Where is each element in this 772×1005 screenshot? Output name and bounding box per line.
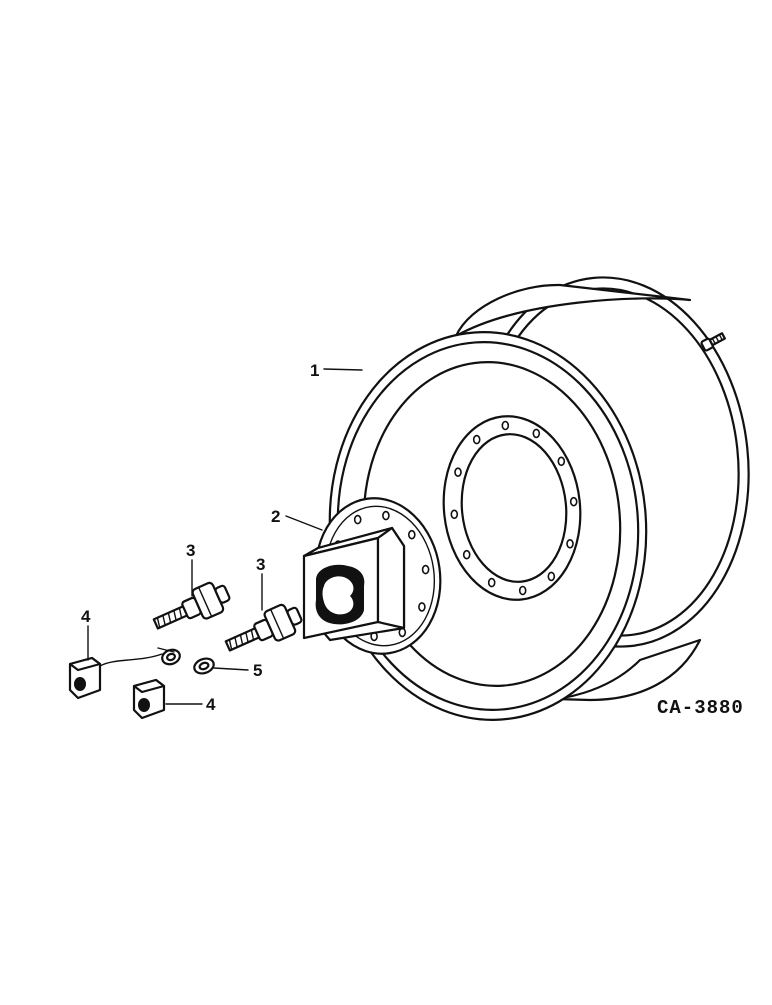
drawing-code: CA-3880 xyxy=(657,697,744,719)
hub-assembly xyxy=(302,497,442,655)
shoulder-bolt-lower xyxy=(224,603,303,652)
bolt-hole xyxy=(569,496,578,507)
bolt-hole xyxy=(532,428,541,439)
callout-wheel: 1 xyxy=(310,361,319,380)
bolt-hole xyxy=(518,585,527,596)
cap-nut-right xyxy=(132,678,166,720)
bolt-hole xyxy=(472,434,481,445)
bolt-hole xyxy=(462,549,471,560)
cap-nut-left xyxy=(68,656,102,700)
bolt-hole xyxy=(353,514,362,525)
screw-icon xyxy=(700,332,726,352)
bolt-hole xyxy=(407,529,416,540)
callout-washer: 5 xyxy=(253,661,262,680)
callout-bolt-lower: 3 xyxy=(256,555,265,574)
callout-bolt-upper: 3 xyxy=(186,541,195,560)
callout-hub: 2 xyxy=(271,507,280,526)
washer-icon xyxy=(161,648,215,675)
leader-lines xyxy=(87,368,363,705)
bolt-hole xyxy=(454,467,462,478)
callout-nut-left: 4 xyxy=(81,607,91,626)
bolt-hole xyxy=(487,577,496,588)
bolt-hole xyxy=(547,571,556,582)
wheel-bolt-holes xyxy=(450,420,578,596)
bolt-hole xyxy=(557,456,566,467)
bolt-hole xyxy=(382,510,390,521)
bolt-hole xyxy=(418,602,426,612)
bolt-hole xyxy=(501,420,510,431)
idler-wheel xyxy=(328,276,750,721)
callout-nut-right: 4 xyxy=(206,695,216,714)
shoulder-bolt-upper xyxy=(152,581,231,630)
bolt-hole xyxy=(450,509,459,520)
bolt-hole xyxy=(421,564,430,575)
bolt-hole xyxy=(566,538,574,549)
